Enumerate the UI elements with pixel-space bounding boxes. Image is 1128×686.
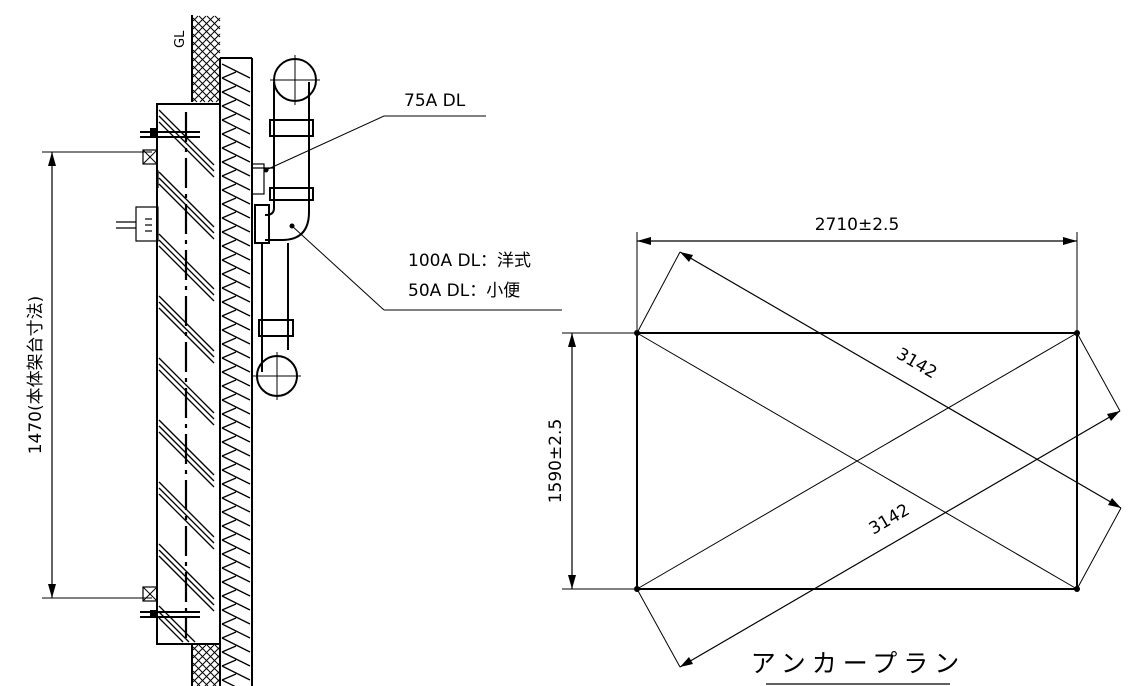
plan-height-dimension-label: 1590±2.5 — [546, 419, 566, 504]
ground-hatch — [191, 15, 221, 686]
anchor-plan-title: アンカープラン — [751, 649, 966, 678]
callout-75a-label: 75A DL — [404, 91, 466, 111]
anchor-bolt-bottom — [140, 586, 200, 618]
width-dimension-label: 2710±2.5 — [815, 215, 900, 235]
plan-height-dimension: 1590±2.5 — [546, 332, 634, 590]
diagonal-dimension-upper-label: 3142 — [893, 344, 940, 383]
gl-label: GL — [173, 30, 188, 48]
diagonal-bl-tr — [636, 332, 1078, 590]
height-dimension: 1470(本体架台寸法) — [26, 151, 152, 599]
callout-100a-label: 100A DL：洋式 — [408, 251, 531, 271]
height-dimension-label: 1470(本体架台寸法) — [26, 296, 46, 455]
section-view: GL — [26, 15, 562, 686]
anchor-plan: 2710±2.5 1590±2.5 3142 3142 — [546, 215, 1122, 685]
anchor-bolt-top — [140, 128, 200, 188]
callout-100a-50a: 100A DL：洋式 50A DL：小便 — [291, 225, 562, 311]
diagonal-dimension-lower: 3142 — [636, 332, 1121, 668]
diagonal-dimension-lower-label: 3142 — [866, 500, 913, 539]
pipe-fitting-left — [116, 206, 159, 242]
diagonal-dimension-upper: 3142 — [636, 251, 1122, 590]
callout-50a-label: 50A DL：小便 — [408, 281, 520, 301]
width-dimension: 2710±2.5 — [636, 215, 1078, 330]
callout-75a: 75A DL — [265, 91, 486, 171]
frame-body — [156, 103, 221, 645]
wall — [219, 57, 253, 686]
drain-pipe-assembly — [251, 55, 320, 400]
anchor-rectangle — [636, 332, 1078, 590]
